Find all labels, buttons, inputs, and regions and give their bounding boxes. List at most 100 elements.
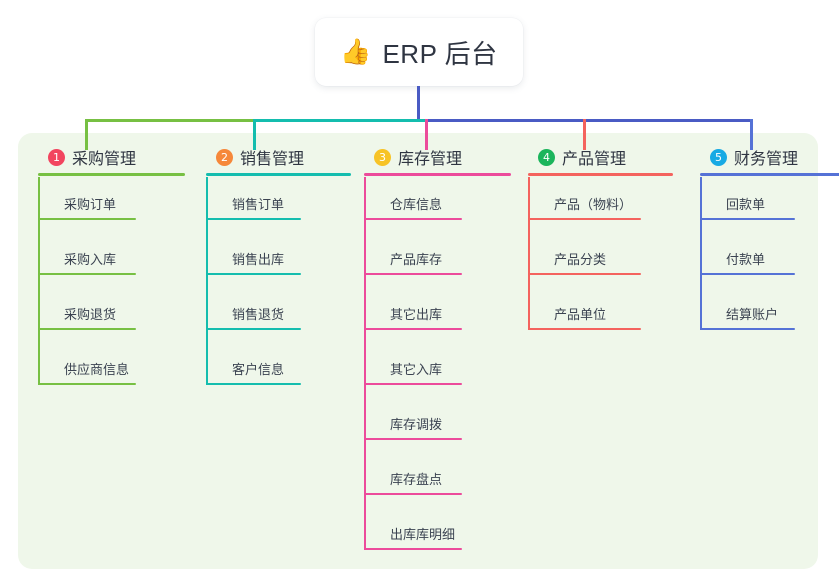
leaf-underline [38,273,136,275]
column-header-2[interactable]: 2 销售管理 [206,140,351,176]
leaf-item[interactable]: 回款单 [700,177,798,232]
leaf-item[interactable]: 采购入库 [38,232,136,287]
column-title-underline [364,173,511,176]
leaf-underline [528,218,641,220]
leaf-underline [528,273,641,275]
leaf-item[interactable]: 其它入库 [364,342,462,397]
root-title: ERP 后台 [382,38,498,69]
drop-line-2 [253,119,256,150]
leaf-underline [700,328,795,330]
root-trunk-line [417,86,420,122]
leaf-label: 出库库明细 [390,527,456,542]
leaf-item[interactable]: 库存盘点 [364,452,462,507]
drop-line-5 [750,119,753,150]
leaf-underline [700,218,795,220]
leaf-underline [38,328,136,330]
leaf-list: 销售订单销售出库销售退货客户信息 [206,177,304,397]
leaf-item[interactable]: 仓库信息 [364,177,462,232]
leaf-label: 产品（物料） [554,197,633,212]
leaf-label: 产品单位 [554,307,607,322]
index-badge-1: 1 [48,148,65,166]
leaf-label: 销售订单 [232,197,285,212]
leaf-label: 其它出库 [390,307,443,322]
column-stem-line [38,177,40,385]
column-title-underline [206,173,351,176]
column-title: 销售管理 [240,151,305,168]
leaf-underline [38,218,136,220]
leaf-item[interactable]: 付款单 [700,232,798,287]
bus-segment-2 [253,119,427,122]
leaf-item[interactable]: 客户信息 [206,342,304,397]
leaf-underline [700,273,795,275]
index-badge-5: 5 [710,148,727,166]
leaf-item[interactable]: 销售出库 [206,232,304,287]
column-header-1[interactable]: 1 采购管理 [38,140,185,176]
leaf-underline [364,218,462,220]
leaf-label: 仓库信息 [390,197,443,212]
leaf-label: 产品分类 [554,252,607,267]
leaf-item[interactable]: 产品单位 [528,287,641,342]
leaf-item[interactable]: 销售订单 [206,177,304,232]
leaf-label: 销售出库 [232,252,285,267]
column-title: 产品管理 [562,151,627,168]
index-badge-2: 2 [216,148,233,166]
leaf-underline [364,493,462,495]
leaf-item[interactable]: 采购订单 [38,177,136,232]
drop-line-1 [85,119,88,150]
column-title-underline [528,173,673,176]
column-title: 库存管理 [398,151,463,168]
leaf-item[interactable]: 产品库存 [364,232,462,287]
leaf-underline [364,328,462,330]
leaf-item[interactable]: 采购退货 [38,287,136,342]
leaf-underline [206,328,301,330]
leaf-underline [206,218,301,220]
leaf-item[interactable]: 结算账户 [700,287,798,342]
leaf-list: 产品（物料） 产品分类产品单位 [528,177,641,342]
leaf-item[interactable]: 出库库明细 [364,507,462,562]
column-stem-line [528,177,530,330]
leaf-label: 采购入库 [64,252,117,267]
leaf-label: 其它入库 [390,362,443,377]
column-title: 财务管理 [734,151,799,168]
drop-line-4 [583,119,586,150]
leaf-item[interactable]: 产品（物料） [528,177,641,232]
leaf-underline [206,383,301,385]
content-panel [18,133,818,569]
column-财务管理: 5 财务管理回款单付款单结算账户 [700,140,839,342]
leaf-label: 销售退货 [232,307,285,322]
bus-segment-3 [425,119,752,122]
column-header-5[interactable]: 5 财务管理 [700,140,839,176]
leaf-list: 仓库信息产品库存其它出库其它入库库存调拨库存盘点出库库明细 [364,177,462,562]
leaf-item[interactable]: 销售退货 [206,287,304,342]
leaf-label: 采购退货 [64,307,117,322]
leaf-underline [364,383,462,385]
leaf-list: 回款单付款单结算账户 [700,177,798,342]
root-node[interactable]: 👍 ERP 后台 [315,18,523,86]
leaf-label: 采购订单 [64,197,117,212]
leaf-underline [364,438,462,440]
leaf-item[interactable]: 供应商信息 [38,342,136,397]
column-stem-line [206,177,208,385]
leaf-underline [206,273,301,275]
leaf-label: 客户信息 [232,362,285,377]
leaf-label: 供应商信息 [64,362,130,377]
column-title: 采购管理 [72,151,137,168]
leaf-label: 产品库存 [390,252,443,267]
leaf-item[interactable]: 产品分类 [528,232,641,287]
leaf-underline [364,273,462,275]
leaf-label: 结算账户 [726,307,779,322]
leaf-item[interactable]: 库存调拨 [364,397,462,452]
leaf-item[interactable]: 其它出库 [364,287,462,342]
leaf-label: 付款单 [726,252,766,267]
column-stem-line [364,177,366,550]
column-stem-line [700,177,702,330]
leaf-underline [364,548,462,550]
leaf-label: 库存盘点 [390,472,443,487]
column-销售管理: 2 销售管理销售订单销售出库销售退货客户信息 [206,140,351,397]
drop-line-3 [425,119,428,150]
leaf-label: 回款单 [726,197,766,212]
